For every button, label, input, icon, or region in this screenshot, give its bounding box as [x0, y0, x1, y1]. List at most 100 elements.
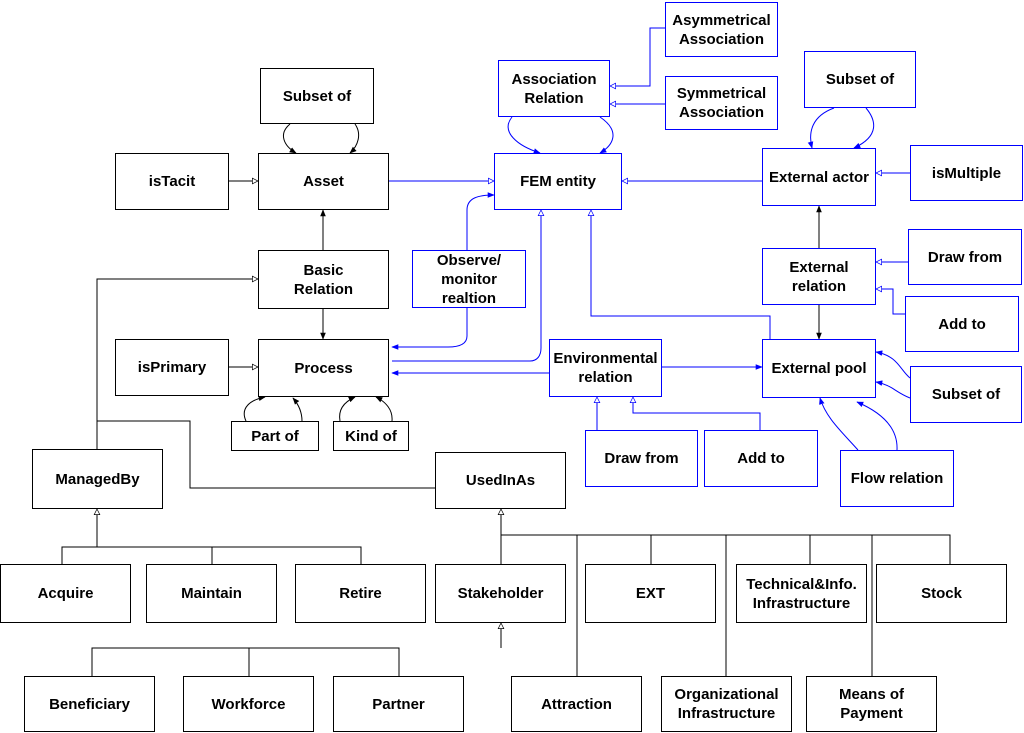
maintain-label: Maintain: [181, 585, 242, 602]
process-label: Process: [294, 359, 353, 377]
partner-label: Partner: [372, 695, 425, 713]
ismultiple-label: isMultiple: [931, 164, 1002, 182]
used-in-as-node[interactable]: UsedInAs: [435, 452, 566, 509]
subset-of-external-pool-node[interactable]: Subset of: [910, 366, 1022, 423]
kind-of-node[interactable]: Kind of: [333, 421, 409, 451]
stock-label: Stock: [921, 585, 962, 602]
attraction-node[interactable]: Attraction: [511, 676, 642, 732]
flow-relation-node[interactable]: Flow relation: [840, 450, 954, 507]
edge-observe-process: [391, 308, 468, 350]
external-relation-label: External relation: [789, 258, 849, 295]
edge-stakeholder-children: [91, 623, 501, 676]
means-of-payment-label: Means of Payment: [838, 686, 904, 722]
ext-node[interactable]: EXT: [585, 564, 716, 623]
isprimary-label: isPrimary: [137, 359, 207, 376]
draw-from-external-label: Draw from: [927, 248, 1003, 266]
subset-of-external-actor-node[interactable]: Subset of: [804, 51, 916, 108]
ismultiple-node[interactable]: isMultiple: [910, 145, 1023, 201]
edge-managedby-basic: [96, 279, 258, 449]
environmental-relation-node[interactable]: Environmental relation: [549, 339, 662, 397]
edge-subset-extpool-a: [875, 350, 911, 379]
istacit-label: isTacit: [148, 173, 196, 190]
external-pool-node[interactable]: External pool: [762, 339, 876, 398]
organizational-infrastructure-node[interactable]: Organizational Infrastructure: [661, 676, 792, 732]
edge-observe-fem: [466, 192, 495, 250]
edge-extpool-fem: [591, 210, 771, 339]
managed-by-label: ManagedBy: [55, 470, 140, 488]
external-actor-label: External actor: [768, 168, 870, 186]
edge-managedby-children: [61, 509, 362, 564]
istacit-node[interactable]: isTacit: [115, 153, 229, 210]
asset-label: Asset: [303, 173, 344, 190]
basic-relation-node[interactable]: Basic Relation: [258, 250, 389, 309]
fem-entity-label: FEM entity: [520, 173, 596, 190]
part-of-node[interactable]: Part of: [231, 421, 319, 451]
edge-asym-assoc: [610, 27, 665, 86]
symmetrical-association-node[interactable]: Symmetrical Association: [665, 76, 778, 130]
retire-node[interactable]: Retire: [295, 564, 426, 623]
draw-from-external-node[interactable]: Draw from: [908, 229, 1022, 285]
edge-assoc-fem-right: [599, 116, 614, 154]
add-to-external-node[interactable]: Add to: [905, 296, 1019, 352]
observe-monitor-label: Observe/ monitor realtion: [436, 251, 502, 307]
stakeholder-node[interactable]: Stakeholder: [435, 564, 566, 623]
means-of-payment-node[interactable]: Means of Payment: [806, 676, 937, 732]
edge-addto-env: [633, 397, 761, 430]
edge-partof-process-b: [292, 397, 303, 422]
workforce-node[interactable]: Workforce: [183, 676, 314, 732]
acquire-node[interactable]: Acquire: [0, 564, 131, 623]
partner-node[interactable]: Partner: [333, 676, 464, 732]
workforce-label: Workforce: [211, 695, 286, 713]
edge-env-fem: [392, 210, 541, 362]
basic-relation-label: Basic Relation: [293, 261, 354, 298]
draw-from-environmental-node[interactable]: Draw from: [585, 430, 698, 487]
edge-kindof-process-a: [339, 396, 356, 422]
edge-kindof-process-b: [375, 396, 393, 422]
subset-of-external-pool-label: Subset of: [931, 386, 1001, 403]
attraction-label: Attraction: [541, 695, 612, 713]
fem-entity-node[interactable]: FEM entity: [494, 153, 622, 210]
edge-subset-asset-right: [349, 123, 360, 154]
beneficiary-node[interactable]: Beneficiary: [24, 676, 155, 732]
edge-assoc-fem-left: [507, 116, 541, 154]
external-relation-node[interactable]: External relation: [762, 248, 876, 305]
association-relation-label: Association Relation: [511, 70, 597, 107]
external-actor-node[interactable]: External actor: [762, 148, 876, 206]
organizational-infrastructure-label: Organizational Infrastructure: [674, 686, 779, 722]
subset-of-asset-node[interactable]: Subset of: [260, 68, 374, 124]
part-of-label: Part of: [251, 427, 299, 445]
kind-of-label: Kind of: [345, 427, 397, 445]
process-node[interactable]: Process: [258, 339, 389, 397]
ext-label: EXT: [635, 585, 666, 602]
technical-info-infrastructure-label: Technical&Info. Infrastructure: [746, 575, 857, 612]
edge-usedinas-basic: [97, 420, 435, 489]
association-relation-node[interactable]: Association Relation: [498, 60, 610, 117]
add-to-environmental-node[interactable]: Add to: [704, 430, 818, 487]
maintain-node[interactable]: Maintain: [146, 564, 277, 623]
stakeholder-label: Stakeholder: [457, 585, 544, 602]
managed-by-node[interactable]: ManagedBy: [32, 449, 163, 509]
asymmetrical-association-node[interactable]: Asymmetrical Association: [665, 2, 778, 57]
observe-monitor-node[interactable]: Observe/ monitor realtion: [412, 250, 526, 308]
edge-subset-extactor-left: [807, 107, 835, 149]
symmetrical-association-label: Symmetrical Association: [676, 85, 767, 121]
retire-label: Retire: [339, 585, 382, 602]
environmental-relation-label: Environmental relation: [553, 350, 658, 386]
edge-partof-process-a: [243, 395, 266, 422]
draw-from-environmental-label: Draw from: [604, 450, 679, 467]
stock-node[interactable]: Stock: [876, 564, 1007, 623]
asset-node[interactable]: Asset: [258, 153, 389, 210]
external-pool-label: External pool: [771, 360, 867, 377]
isprimary-node[interactable]: isPrimary: [115, 339, 229, 396]
asymmetrical-association-label: Asymmetrical Association: [672, 11, 771, 48]
used-in-as-label: UsedInAs: [465, 472, 536, 489]
acquire-label: Acquire: [37, 585, 94, 602]
edge-addto-extrel: [876, 289, 905, 315]
add-to-environmental-label: Add to: [737, 450, 785, 467]
edge-subset-extactor-right: [853, 107, 874, 149]
technical-info-infrastructure-node[interactable]: Technical&Info. Infrastructure: [736, 564, 867, 623]
edge-flow-extpool-a: [819, 397, 859, 451]
edge-subset-extpool-b: [875, 380, 911, 399]
